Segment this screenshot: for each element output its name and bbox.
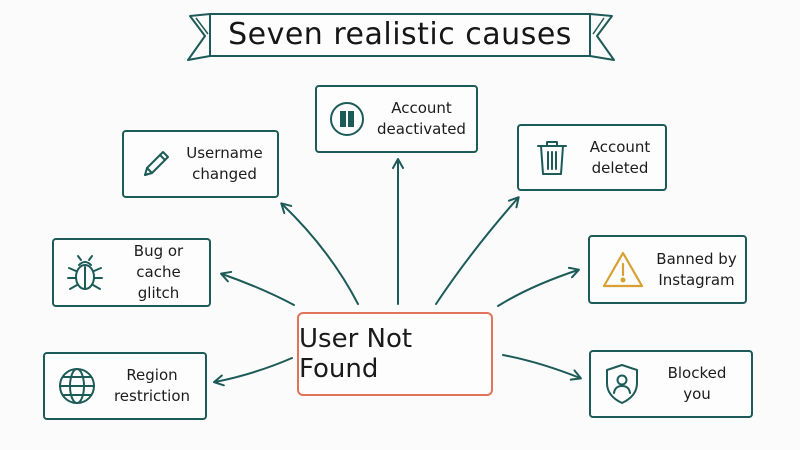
label-account-deactivated: Account deactivated [377,99,466,138]
arrow-to-username-changed [280,202,359,305]
bug-icon [54,251,116,295]
diagram-title: Seven realistic causes [228,16,572,52]
label-username-changed: Username changed [186,144,263,183]
label-blocked-you: Blocked you [667,364,727,403]
node-username-changed: Username changed [122,130,279,198]
node-bug-or-cache-glitch: Bug or cache glitch [52,238,211,307]
pause-icon [317,99,377,139]
arrow-to-blocked-you [502,354,582,381]
trash-icon [519,137,585,179]
shield-user-icon [591,361,653,407]
node-region-restriction: Region restriction [43,352,207,420]
globe-icon [45,364,109,408]
node-banned-by-instagram: Banned by Instagram [588,235,747,304]
arrow-to-account-deleted [435,196,520,305]
title-banner [187,13,615,61]
label-account-deleted: Account deleted [589,137,651,177]
node-blocked-you: Blocked you [589,350,753,418]
pencil-icon [124,144,186,184]
label-bug-or-cache-glitch: Bug or cache glitch [133,242,184,302]
center-node-user-not-found: User Not Found [297,312,493,396]
warning-icon [590,249,656,291]
label-region-restriction: Region restriction [113,366,191,405]
node-account-deleted: Account deleted [517,124,667,191]
label-banned-by-instagram: Banned by Instagram [656,249,737,289]
arrow-to-banned-by-instagram [497,266,580,307]
arrow-to-bug-or-cache-glitch [220,270,295,306]
arrow-to-region-restriction [213,357,293,387]
node-account-deactivated: Account deactivated [315,85,478,153]
